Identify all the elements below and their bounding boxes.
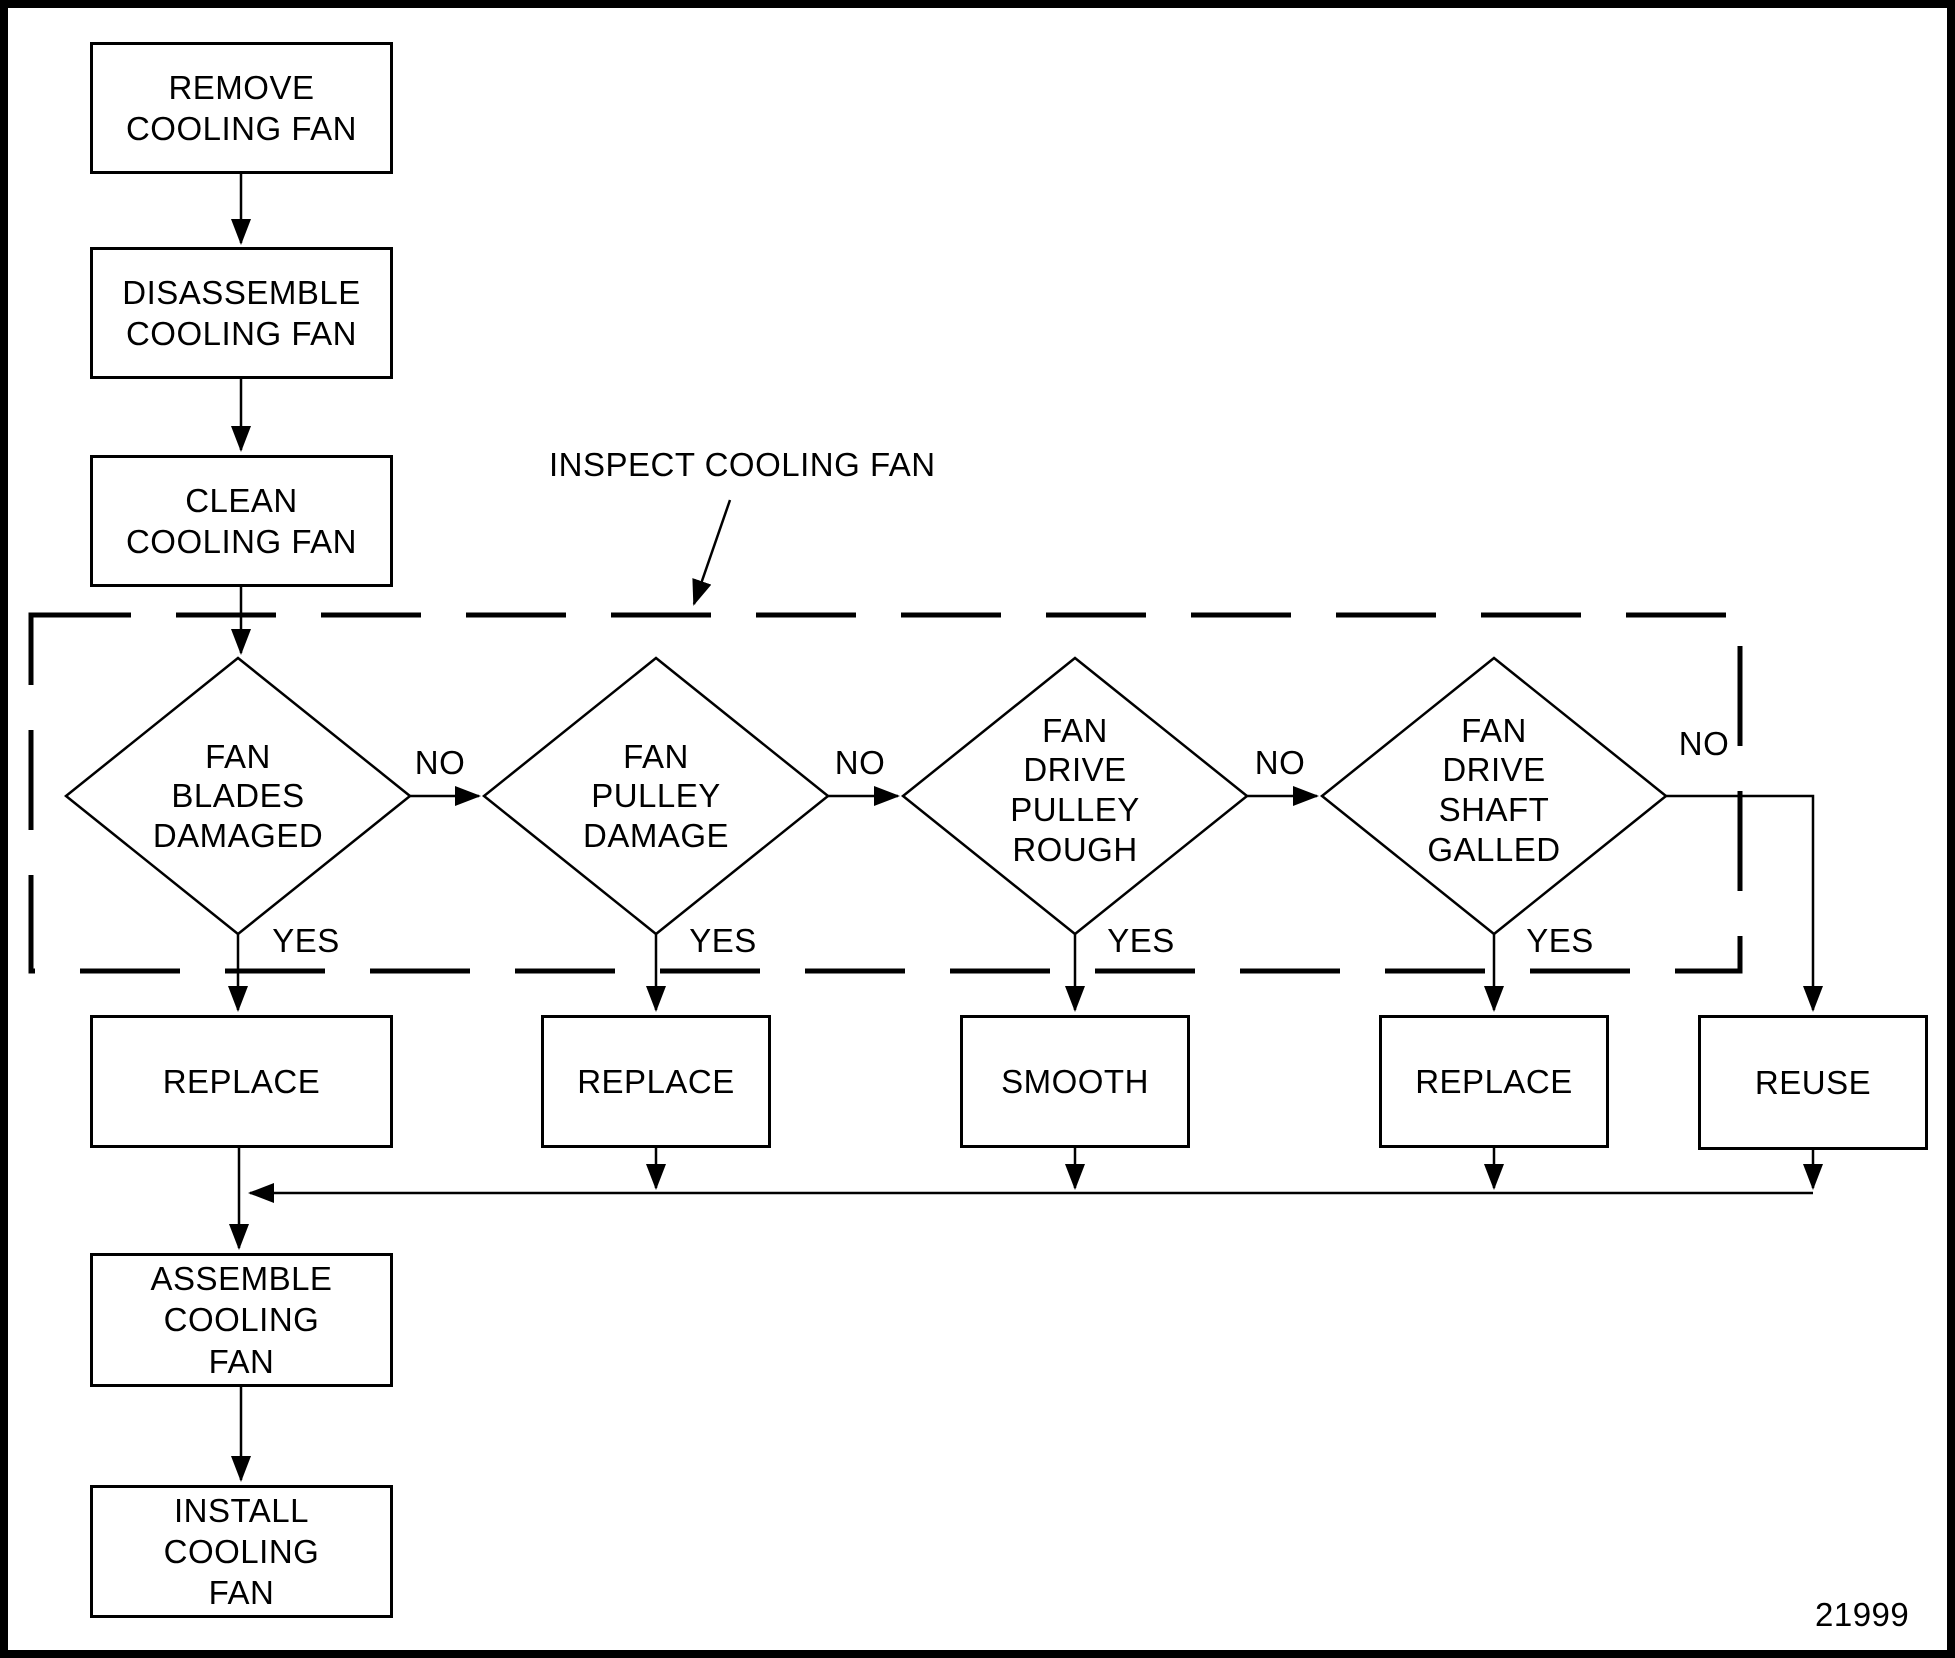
decision-diamond-fan-drive-pulley-rough — [901, 656, 1249, 936]
action-box-reuse: REUSE — [1698, 1015, 1928, 1150]
process-box-assemble-cooling-fan: ASSEMBLE COOLING FAN — [90, 1253, 393, 1387]
arrow-no-drive-shaft-to-reuse — [1666, 794, 1823, 1012]
decision-diamond-fan-pulley-damage — [482, 656, 830, 936]
decision-diamond-fan-blades-damaged — [64, 656, 412, 936]
no-label-drive-shaft: NO — [1678, 725, 1730, 762]
action-box-replace-pulley: REPLACE — [541, 1015, 771, 1148]
yes-label-drive-pulley: YES — [1107, 922, 1175, 959]
no-label-blades: NO — [414, 744, 466, 781]
inspect-region-dashed-border — [28, 612, 1743, 974]
yes-label-pulley: YES — [689, 922, 757, 959]
process-box-clean-cooling-fan: CLEAN COOLING FAN — [90, 455, 393, 587]
process-box-install-cooling-fan: INSTALL COOLING FAN — [90, 1485, 393, 1618]
decision-diamond-fan-drive-shaft-galled — [1320, 656, 1668, 936]
figure-number: 21999 — [1815, 1596, 1910, 1633]
no-label-pulley: NO — [834, 744, 886, 781]
action-box-smooth-drive-pulley: SMOOTH — [960, 1015, 1190, 1148]
action-box-replace-blades: REPLACE — [90, 1015, 393, 1148]
inspect-cooling-fan-section-label: INSPECT COOLING FAN — [549, 446, 936, 483]
action-box-replace-drive-shaft: REPLACE — [1379, 1015, 1609, 1148]
yes-label-drive-shaft: YES — [1526, 922, 1594, 959]
inspect-label-leader-arrow — [692, 499, 732, 606]
yes-label-blades: YES — [272, 922, 340, 959]
no-label-drive-pulley: NO — [1254, 744, 1306, 781]
process-box-remove-cooling-fan: REMOVE COOLING FAN — [90, 42, 393, 174]
process-box-disassemble-cooling-fan: DISASSEMBLE COOLING FAN — [90, 247, 393, 379]
